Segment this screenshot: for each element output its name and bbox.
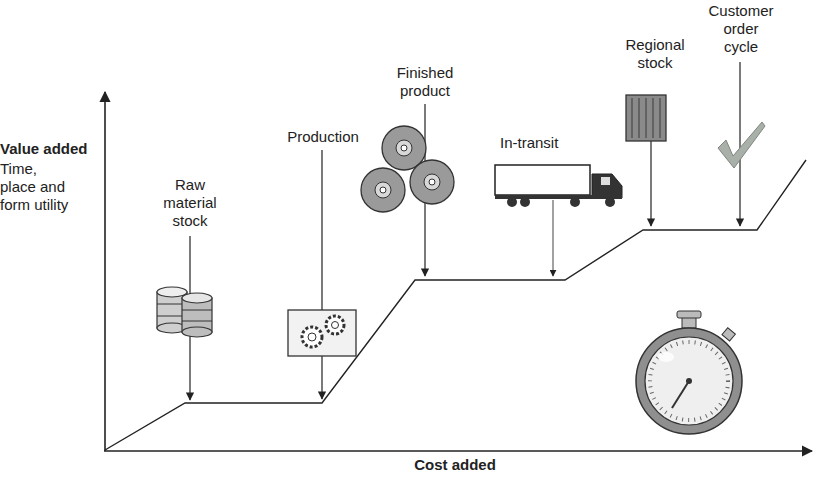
leader-arrow	[650, 140, 651, 226]
stopwatch-pivot	[686, 378, 692, 384]
container-body	[626, 95, 666, 141]
stopwatch-ticks	[650, 342, 728, 420]
gear-hub	[308, 333, 316, 341]
stage-label: Regional stock	[610, 36, 700, 72]
gear-teeth	[326, 316, 344, 334]
leader-arrow	[553, 200, 554, 276]
stopwatch-button	[722, 328, 735, 341]
disc-hub	[375, 182, 391, 198]
stopwatch-icon	[636, 311, 742, 434]
barrel-base	[182, 327, 212, 337]
stage-label: Finished product	[380, 64, 470, 100]
disc-hub	[424, 174, 440, 190]
stage-label: Raw material stock	[150, 176, 230, 230]
barrel-band	[182, 321, 212, 322]
gear-hub	[332, 322, 339, 329]
x-axis	[104, 450, 812, 452]
container-rib	[645, 98, 647, 138]
disc-hub	[396, 140, 412, 156]
axis-title: Cost added	[355, 456, 555, 474]
stage-label: Production	[268, 128, 378, 146]
stopwatch-glint	[658, 352, 674, 362]
disc	[410, 160, 454, 204]
stage-label: Customer order cycle	[705, 2, 777, 56]
container-rib	[659, 98, 661, 138]
stage-label: In-transit	[500, 134, 590, 152]
leader-arrow	[739, 62, 740, 226]
disc-hole	[380, 187, 386, 193]
stopwatch-hand	[672, 381, 689, 408]
disc-hole	[429, 179, 435, 185]
truck-wheel	[605, 197, 615, 207]
gear-teeth	[302, 327, 322, 347]
disc	[361, 168, 405, 212]
disc-hole	[401, 145, 407, 151]
truck-icon	[495, 165, 622, 207]
truck-wheel	[520, 197, 530, 207]
y-axis	[104, 92, 106, 451]
gears-icon	[288, 310, 356, 356]
barrel-band	[182, 310, 212, 311]
container-icon	[626, 95, 666, 141]
container-rib	[631, 98, 633, 138]
stopwatch-face	[645, 337, 733, 425]
discs-icon	[361, 126, 454, 212]
truck-wheel	[507, 197, 517, 207]
leader-arrow	[321, 150, 322, 399]
barrel-top	[157, 287, 187, 297]
truck-window	[601, 177, 610, 185]
truck-cab	[592, 174, 622, 198]
container-rib	[638, 98, 640, 138]
truck-trailer	[495, 165, 590, 195]
check-mark	[718, 122, 765, 168]
axis-title: Time, place and form utility	[0, 160, 72, 214]
stopwatch-case	[636, 328, 742, 434]
axis-title: Value added	[0, 140, 100, 158]
barrels-icon	[157, 287, 212, 337]
container-rib	[652, 98, 654, 138]
gear-panel	[288, 310, 356, 356]
truck-wheel	[570, 197, 580, 207]
barrel-top	[182, 293, 212, 303]
stopwatch-button	[677, 311, 701, 318]
value-step-line	[105, 160, 806, 450]
